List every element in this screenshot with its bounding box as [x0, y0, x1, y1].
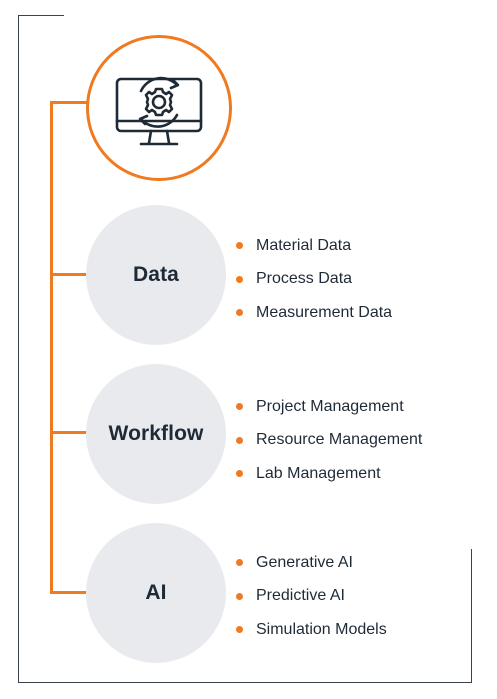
frame-left-line	[18, 15, 19, 683]
list-item: Predictive AI	[236, 580, 387, 614]
list-item: Resource Management	[236, 424, 422, 458]
list-item-label: Measurement Data	[256, 303, 393, 321]
monitor-gear-cycle-icon	[115, 76, 203, 146]
bullet-dot	[236, 436, 243, 444]
list-item-label: Predictive AI	[256, 587, 345, 605]
node-label-ai: AI	[145, 581, 167, 604]
list-item-label: Project Management	[256, 397, 404, 415]
bullet-dot	[236, 470, 243, 478]
list-item-label: Simulation Models	[256, 620, 387, 638]
list-ai: Generative AI Predictive AI Simulation M…	[236, 546, 387, 647]
connector-branch-icon	[50, 101, 88, 104]
list-item-label: Generative AI	[256, 553, 353, 571]
list-item: Project Management	[236, 390, 422, 424]
list-item: Simulation Models	[236, 613, 387, 647]
connector-branch-ai	[50, 591, 88, 594]
icon-ring	[86, 35, 232, 181]
bullet-dot	[236, 626, 243, 634]
bullet-dot	[236, 559, 243, 567]
node-workflow: Workflow	[86, 364, 226, 504]
list-item: Measurement Data	[236, 296, 392, 330]
node-ai: AI	[86, 523, 226, 663]
bullet-dot	[236, 403, 243, 411]
frame-top-line	[18, 15, 64, 16]
list-item: Generative AI	[236, 546, 387, 580]
list-item: Process Data	[236, 263, 392, 297]
bullet-dot	[236, 275, 243, 283]
connector-spine	[50, 101, 53, 594]
node-label-data: Data	[133, 263, 179, 286]
list-item-label: Process Data	[256, 270, 353, 288]
list-item-label: Resource Management	[256, 431, 423, 449]
list-data: Material Data Process Data Measurement D…	[236, 229, 392, 330]
bullet-dot	[236, 309, 243, 317]
bullet-dot	[236, 242, 243, 250]
list-item: Lab Management	[236, 457, 422, 491]
bullet-dot	[236, 592, 243, 600]
frame-bottom-line	[18, 682, 472, 683]
list-item-label: Material Data	[256, 236, 352, 254]
node-data: Data	[86, 205, 226, 345]
list-item: Material Data	[236, 229, 392, 263]
list-workflow: Project Management Resource Management L…	[236, 390, 422, 491]
connector-branch-workflow	[50, 431, 88, 434]
list-item-label: Lab Management	[256, 464, 381, 482]
connector-branch-data	[50, 273, 88, 276]
frame-right-line	[471, 549, 472, 683]
node-label-workflow: Workflow	[108, 422, 204, 445]
